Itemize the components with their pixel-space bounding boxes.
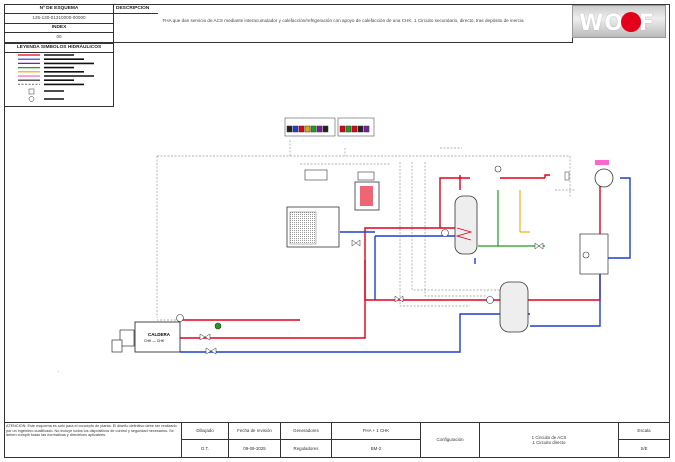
regulators-label: Reguladores — [280, 439, 332, 458]
buffer-tank — [499, 281, 529, 333]
generators-value: FHA + 1 CHK — [331, 422, 421, 440]
drawn-label: Dibujado — [181, 422, 229, 440]
boiler-label: CALDERA — [148, 332, 171, 337]
legend-symbol-2 — [28, 96, 35, 102]
notice-box: ATENCION: Este esquema es solo para el c… — [4, 422, 182, 458]
boiler-sublabel: CHK — CHK — [144, 339, 165, 343]
indoor-module — [354, 171, 380, 211]
config-value-1: 1 Circuito de ACS — [531, 434, 567, 440]
legend-symbol-1 — [28, 88, 35, 95]
description-value: FHA que dan servicio de ACS mediante int… — [162, 17, 524, 23]
legend-title: LEYENDA SIMBOLOS HIDRÁULICOS — [5, 44, 113, 53]
wolf-logo: WOLF — [572, 5, 666, 38]
revision-value: 09-09-2025 — [228, 439, 281, 458]
control-lines — [156, 140, 575, 321]
scale-label: Escala — [618, 422, 670, 440]
valves — [199, 239, 544, 355]
green-line — [478, 190, 545, 247]
dhw-cylinder — [454, 195, 478, 255]
logo-dot-icon — [621, 12, 641, 32]
terminal-blocks — [284, 117, 375, 137]
legend-symbols — [18, 54, 94, 102]
config-values: 1 Circuito de ACS 1 Circuito directo — [479, 422, 619, 458]
room-controller — [304, 169, 328, 181]
return-lines — [180, 177, 631, 353]
orange-line — [519, 190, 530, 233]
config-value-2: 1 Circuito directo — [532, 440, 566, 445]
revision-label: Fecha de revisión — [228, 422, 281, 440]
pumps — [176, 165, 590, 330]
legend-box: LEYENDA SIMBOLOS HIDRÁULICOS — [4, 43, 114, 107]
index-label: INDEX — [5, 24, 113, 33]
heat-pump-unit — [286, 206, 340, 248]
expansion-vessel — [564, 171, 570, 181]
generators-label: Generadores — [280, 422, 332, 440]
logo-text: WOLF — [579, 11, 656, 36]
description-label: DESCRIPCION — [114, 5, 158, 14]
svg-text:.: . — [58, 368, 59, 374]
notice-text: ATENCION: Este esquema es solo para el c… — [6, 424, 177, 438]
scheme-number-label: Nº DE ESQUEMA — [5, 5, 113, 14]
scheme-number-value: 125-130-01310000-00000 — [32, 14, 86, 20]
config-label: Configuración — [420, 422, 480, 458]
supply-lines — [180, 174, 605, 339]
index-value: 00 — [56, 33, 62, 39]
regulators-value: BM-2 — [331, 439, 421, 458]
drawn-value: D.T. — [181, 439, 229, 458]
scale-value: S/E — [618, 439, 670, 458]
boiler-chk — [111, 321, 181, 353]
